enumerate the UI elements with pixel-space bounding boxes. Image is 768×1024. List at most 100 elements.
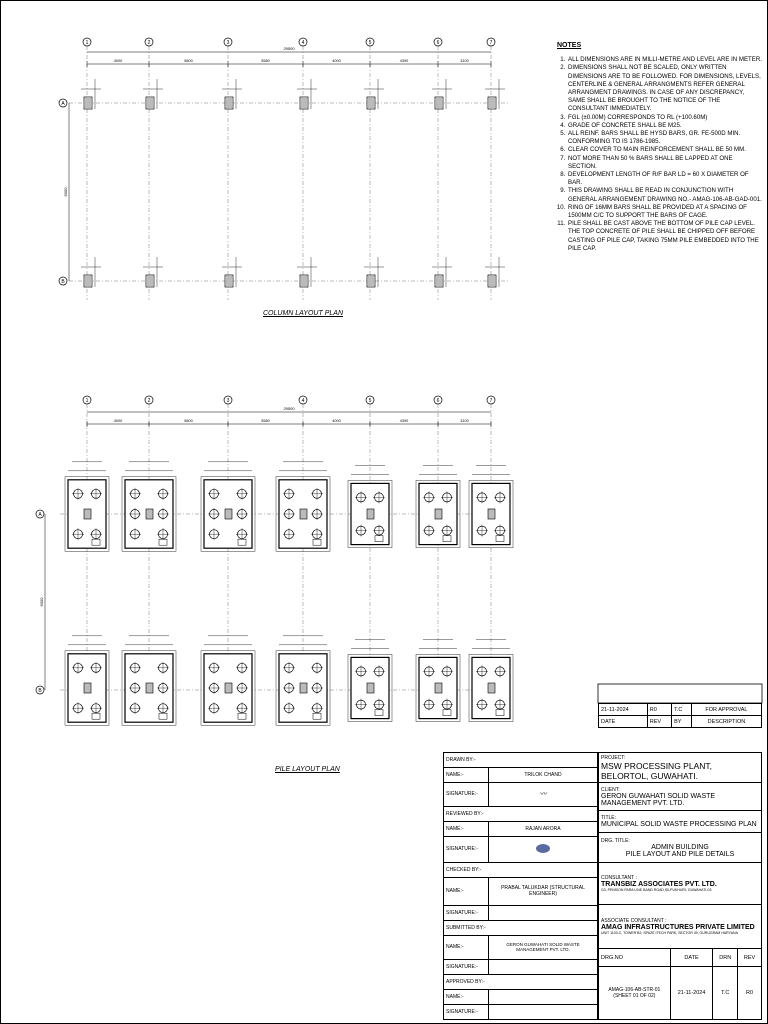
drawing-main-title: MUNICIPAL SOLID WASTE PROCESSING PLAN	[601, 821, 757, 828]
note-item: GRADE OF CONCRETE SHALL BE M25.	[567, 122, 762, 130]
note-item: PILE SHALL BE CAST ABOVE THE BOTTOM OF P…	[567, 220, 762, 253]
span-dimension-text: 4000	[332, 419, 340, 423]
approved-by-label: APPROVED BY:-	[443, 973, 598, 990]
submitted-by-name: GERON GUWAHATI SOLID WASTE MANAGEMENT PV…	[488, 934, 598, 960]
rev-header-rev: REV	[646, 715, 673, 728]
pile-cap-outline	[200, 650, 256, 726]
column-hatch	[301, 98, 307, 108]
drg-title-line1: ADMIN BUILDING	[651, 843, 709, 851]
project-name: MSW PROCESSING PLANT, BELORTOL, GUWAHATI…	[601, 760, 712, 781]
column-hatch	[85, 276, 91, 286]
grid-bubble-label: 6	[437, 398, 440, 404]
associate-label: ASSOCIATE CONSULTANT :	[601, 918, 667, 924]
column-section	[145, 682, 154, 694]
pile-cap-outline	[347, 480, 393, 548]
span-dimension-text: 5800	[184, 59, 192, 63]
pile-tag	[374, 709, 384, 716]
signature-label: SIGNATURE:-	[443, 835, 489, 863]
pile-cap-outline	[275, 650, 331, 726]
grid-bubble-label: 4	[302, 398, 305, 404]
rev-header-description: DESCRIPTION	[690, 715, 763, 728]
column-hatch	[436, 98, 442, 108]
span-dimension-text: 3100	[460, 419, 468, 423]
pile-tag	[237, 712, 247, 720]
pile-layout-title: PILE LAYOUT PLAN	[275, 766, 340, 773]
pile-tag	[495, 709, 505, 716]
grid-bubble-A	[58, 98, 68, 108]
column-section	[83, 508, 92, 520]
drawing-number: AMAG-106-AB-STR-01	[608, 987, 661, 993]
pile-cap-outline	[275, 476, 331, 552]
overall-dimension-text: 29500	[283, 46, 295, 51]
associate-address: UNIT 1103-C, TOWER B2, SPAZE ITECH PARK,…	[601, 931, 738, 935]
column-section	[366, 508, 375, 520]
drg-no-label: DRG.NO	[598, 948, 671, 967]
title-block: PROJECT: MSW PROCESSING PLANT, BELORTOL,…	[598, 752, 762, 1020]
revision-table: 21-11-2024 R0 T.C FOR APPROVAL DATE REV …	[598, 703, 763, 728]
span-dimension-text: 5580	[261, 419, 269, 423]
checked-by-name: PRABAL TALUKDAR (STRUCTURAL ENGINEER)	[488, 876, 598, 906]
associate-name: AMAG INFRASTRUCTURES PRIVATE LIMITED	[601, 924, 755, 931]
submitted-by-label: SUBMITTED BY:-	[443, 919, 598, 936]
column-hatch	[489, 276, 495, 286]
column-hatch	[368, 276, 374, 286]
span-dimension-text: 3100	[460, 59, 468, 63]
client-name: GERON GUWAHATI SOLID WASTE MANAGEMENT PV…	[601, 792, 716, 807]
signature-label: SIGNATURE:-	[443, 1003, 489, 1021]
pile-cap-outline	[64, 476, 110, 552]
column-section	[83, 682, 92, 694]
pile-tag	[442, 709, 452, 716]
pile-tag	[91, 712, 101, 720]
revision-blank-row	[597, 683, 763, 704]
drawing-drn: T.C	[712, 966, 739, 1020]
vertical-dimension-text: 6000	[39, 597, 44, 607]
pile-tag	[91, 538, 101, 546]
note-item: FGL (±0.00M) CORRESPONDS TO RL (+100.60M…	[567, 114, 762, 122]
name-label: NAME:-	[443, 767, 489, 784]
drn-label: DRN	[712, 948, 739, 967]
grid-bubble-label: 1	[86, 398, 89, 404]
note-item: ALL DIMENSIONS ARE IN MILLI-METRE AND LE…	[567, 56, 762, 64]
signoff-table: DRAWN BY:- NAME:-TRILOK CHAND SIGNATURE:…	[443, 751, 598, 1021]
grid-bubble-label: 4	[302, 40, 305, 46]
rev-by: T.C	[671, 703, 692, 716]
grid-bubble-label: 2	[148, 398, 151, 404]
column-section	[487, 682, 496, 694]
grid-bubble-label: 5	[369, 398, 372, 404]
column-hatch	[226, 276, 232, 286]
pile-cap-outline	[64, 650, 110, 726]
drawn-by-label: DRAWN BY:-	[443, 751, 598, 769]
note-item: RING OF 16MM BARS SHALL BE PROVIDED AT A…	[567, 204, 762, 220]
sheet-number: (SHEET 01 OF 02)	[613, 993, 656, 999]
grid-bubble-label: B	[61, 279, 65, 285]
drg-title-label: DRG. TITLE:	[601, 837, 630, 844]
note-item: NOT MORE THAN 50 % BARS SHALL BE LAPPED …	[567, 155, 762, 171]
name-label: NAME:-	[443, 988, 489, 1005]
pile-tag	[374, 535, 384, 542]
rev-label: REV	[737, 948, 762, 967]
rev-rev: R0	[646, 703, 673, 716]
grid-bubble-label: 7	[490, 40, 493, 46]
column-hatch	[489, 98, 495, 108]
rev-header-date: DATE	[598, 715, 648, 728]
column-section	[434, 508, 443, 520]
grid-bubble-label: B	[38, 688, 42, 694]
grid-bubble-label: 7	[490, 398, 493, 404]
date-label: DATE	[669, 948, 714, 967]
client-label: CLIENT:	[601, 786, 620, 793]
vertical-dimension-text: 6000	[63, 187, 68, 197]
pile-cap-outline	[415, 480, 461, 548]
column-hatch	[436, 276, 442, 286]
checked-by-label: CHECKED BY:-	[443, 861, 598, 878]
grid-bubble-A	[35, 509, 45, 519]
span-dimension-text: 4000	[114, 419, 122, 423]
pile-cap-outline	[468, 654, 514, 722]
column-section	[299, 508, 308, 520]
rev-description: FOR APPROVAL	[690, 703, 763, 716]
pile-tag	[442, 535, 452, 542]
grid-bubble-label: 6	[437, 40, 440, 46]
column-section	[487, 508, 496, 520]
grid-bubble-label: 1	[86, 40, 89, 46]
span-dimension-text: 4000	[332, 59, 340, 63]
